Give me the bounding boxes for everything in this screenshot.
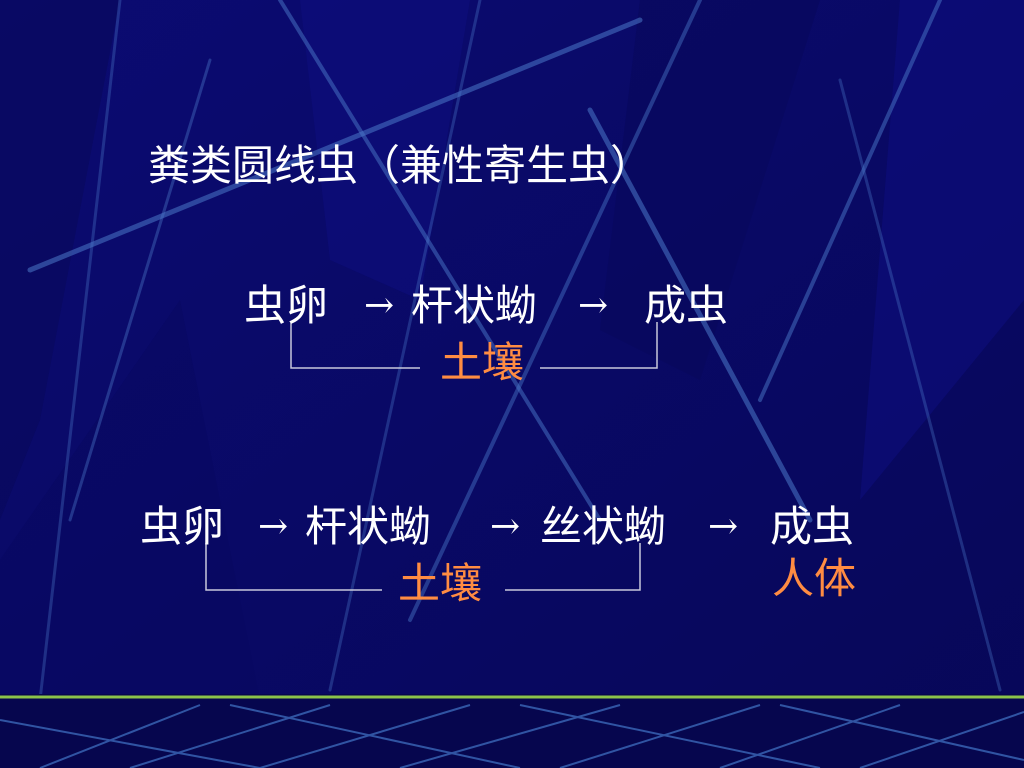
cycle1-soil-label: 土壤 bbox=[440, 338, 525, 387]
cycle1-arrow-2: → bbox=[578, 285, 609, 326]
cycle2-filariform: 丝状蚴 bbox=[540, 502, 667, 551]
cycle2-rhabditiform: 杆状蚴 bbox=[305, 502, 432, 551]
cycle1-arrow-1: → bbox=[364, 285, 395, 326]
cycle2-egg: 虫卵 bbox=[140, 502, 225, 551]
cycle2-arrow-1: → bbox=[258, 506, 289, 547]
cycle2-arrow-3: → bbox=[708, 506, 739, 547]
cycle2-soil-label: 土壤 bbox=[398, 559, 483, 608]
cycle2-host-label: 人体 bbox=[772, 554, 857, 603]
cycle2-arrow-2: → bbox=[490, 506, 521, 547]
page-title: 粪类圆线虫（兼性寄生虫） bbox=[148, 141, 653, 190]
cycle1-egg: 虫卵 bbox=[244, 281, 329, 330]
cycle1-rhabditiform: 杆状蚴 bbox=[411, 281, 538, 330]
cycle1-adult: 成虫 bbox=[644, 281, 729, 330]
cycle2-adult: 成虫 bbox=[770, 502, 855, 551]
